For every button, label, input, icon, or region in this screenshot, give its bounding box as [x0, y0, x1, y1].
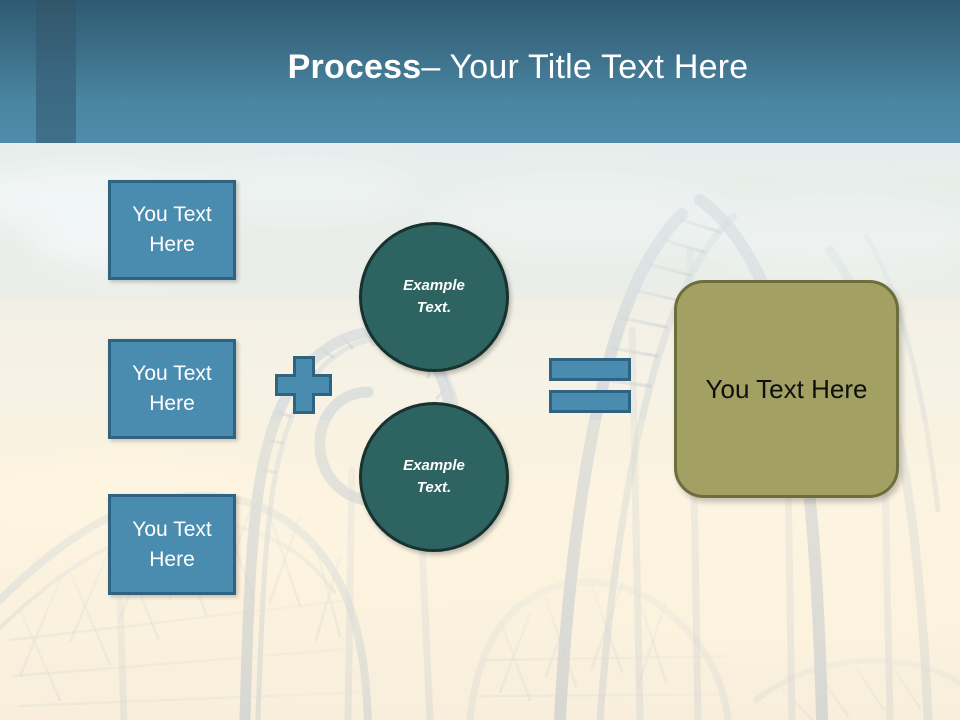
page-title: Process – Your Title Text Here	[76, 0, 960, 143]
result-box[interactable]: You Text Here	[674, 280, 899, 498]
plus-operator-icon	[275, 356, 332, 414]
page-title-rest: – Your Title Text Here	[421, 48, 749, 86]
input-box-1-label: You Text Here	[132, 203, 212, 256]
header-accent-band-mid	[36, 0, 76, 143]
input-box-1[interactable]: You Text Here	[108, 180, 236, 280]
page-title-bold: Process	[287, 48, 422, 86]
example-circle-2-line2: Text.	[416, 479, 452, 496]
example-circle-1[interactable]: Example Text.	[359, 222, 509, 372]
result-box-label: You Text Here	[705, 373, 868, 404]
input-box-3[interactable]: You Text Here	[108, 494, 236, 595]
input-box-2-label: You Text Here	[132, 362, 212, 415]
equals-operator-icon	[549, 358, 631, 413]
equals-bar-bottom	[549, 390, 631, 413]
equals-bar-top	[549, 358, 631, 381]
example-circle-1-line1: Example	[403, 276, 465, 294]
example-circle-1-line2: Text.	[416, 299, 452, 316]
plus-inner-vertical	[296, 359, 312, 411]
example-circle-2[interactable]: Example Text.	[359, 402, 509, 552]
example-circle-2-line1: Example	[403, 456, 465, 474]
input-box-3-label: You Text Here	[132, 517, 212, 571]
slide-header: Process – Your Title Text Here	[0, 0, 960, 143]
header-accent-band-dark	[0, 0, 36, 143]
input-box-2[interactable]: You Text Here	[108, 339, 236, 439]
